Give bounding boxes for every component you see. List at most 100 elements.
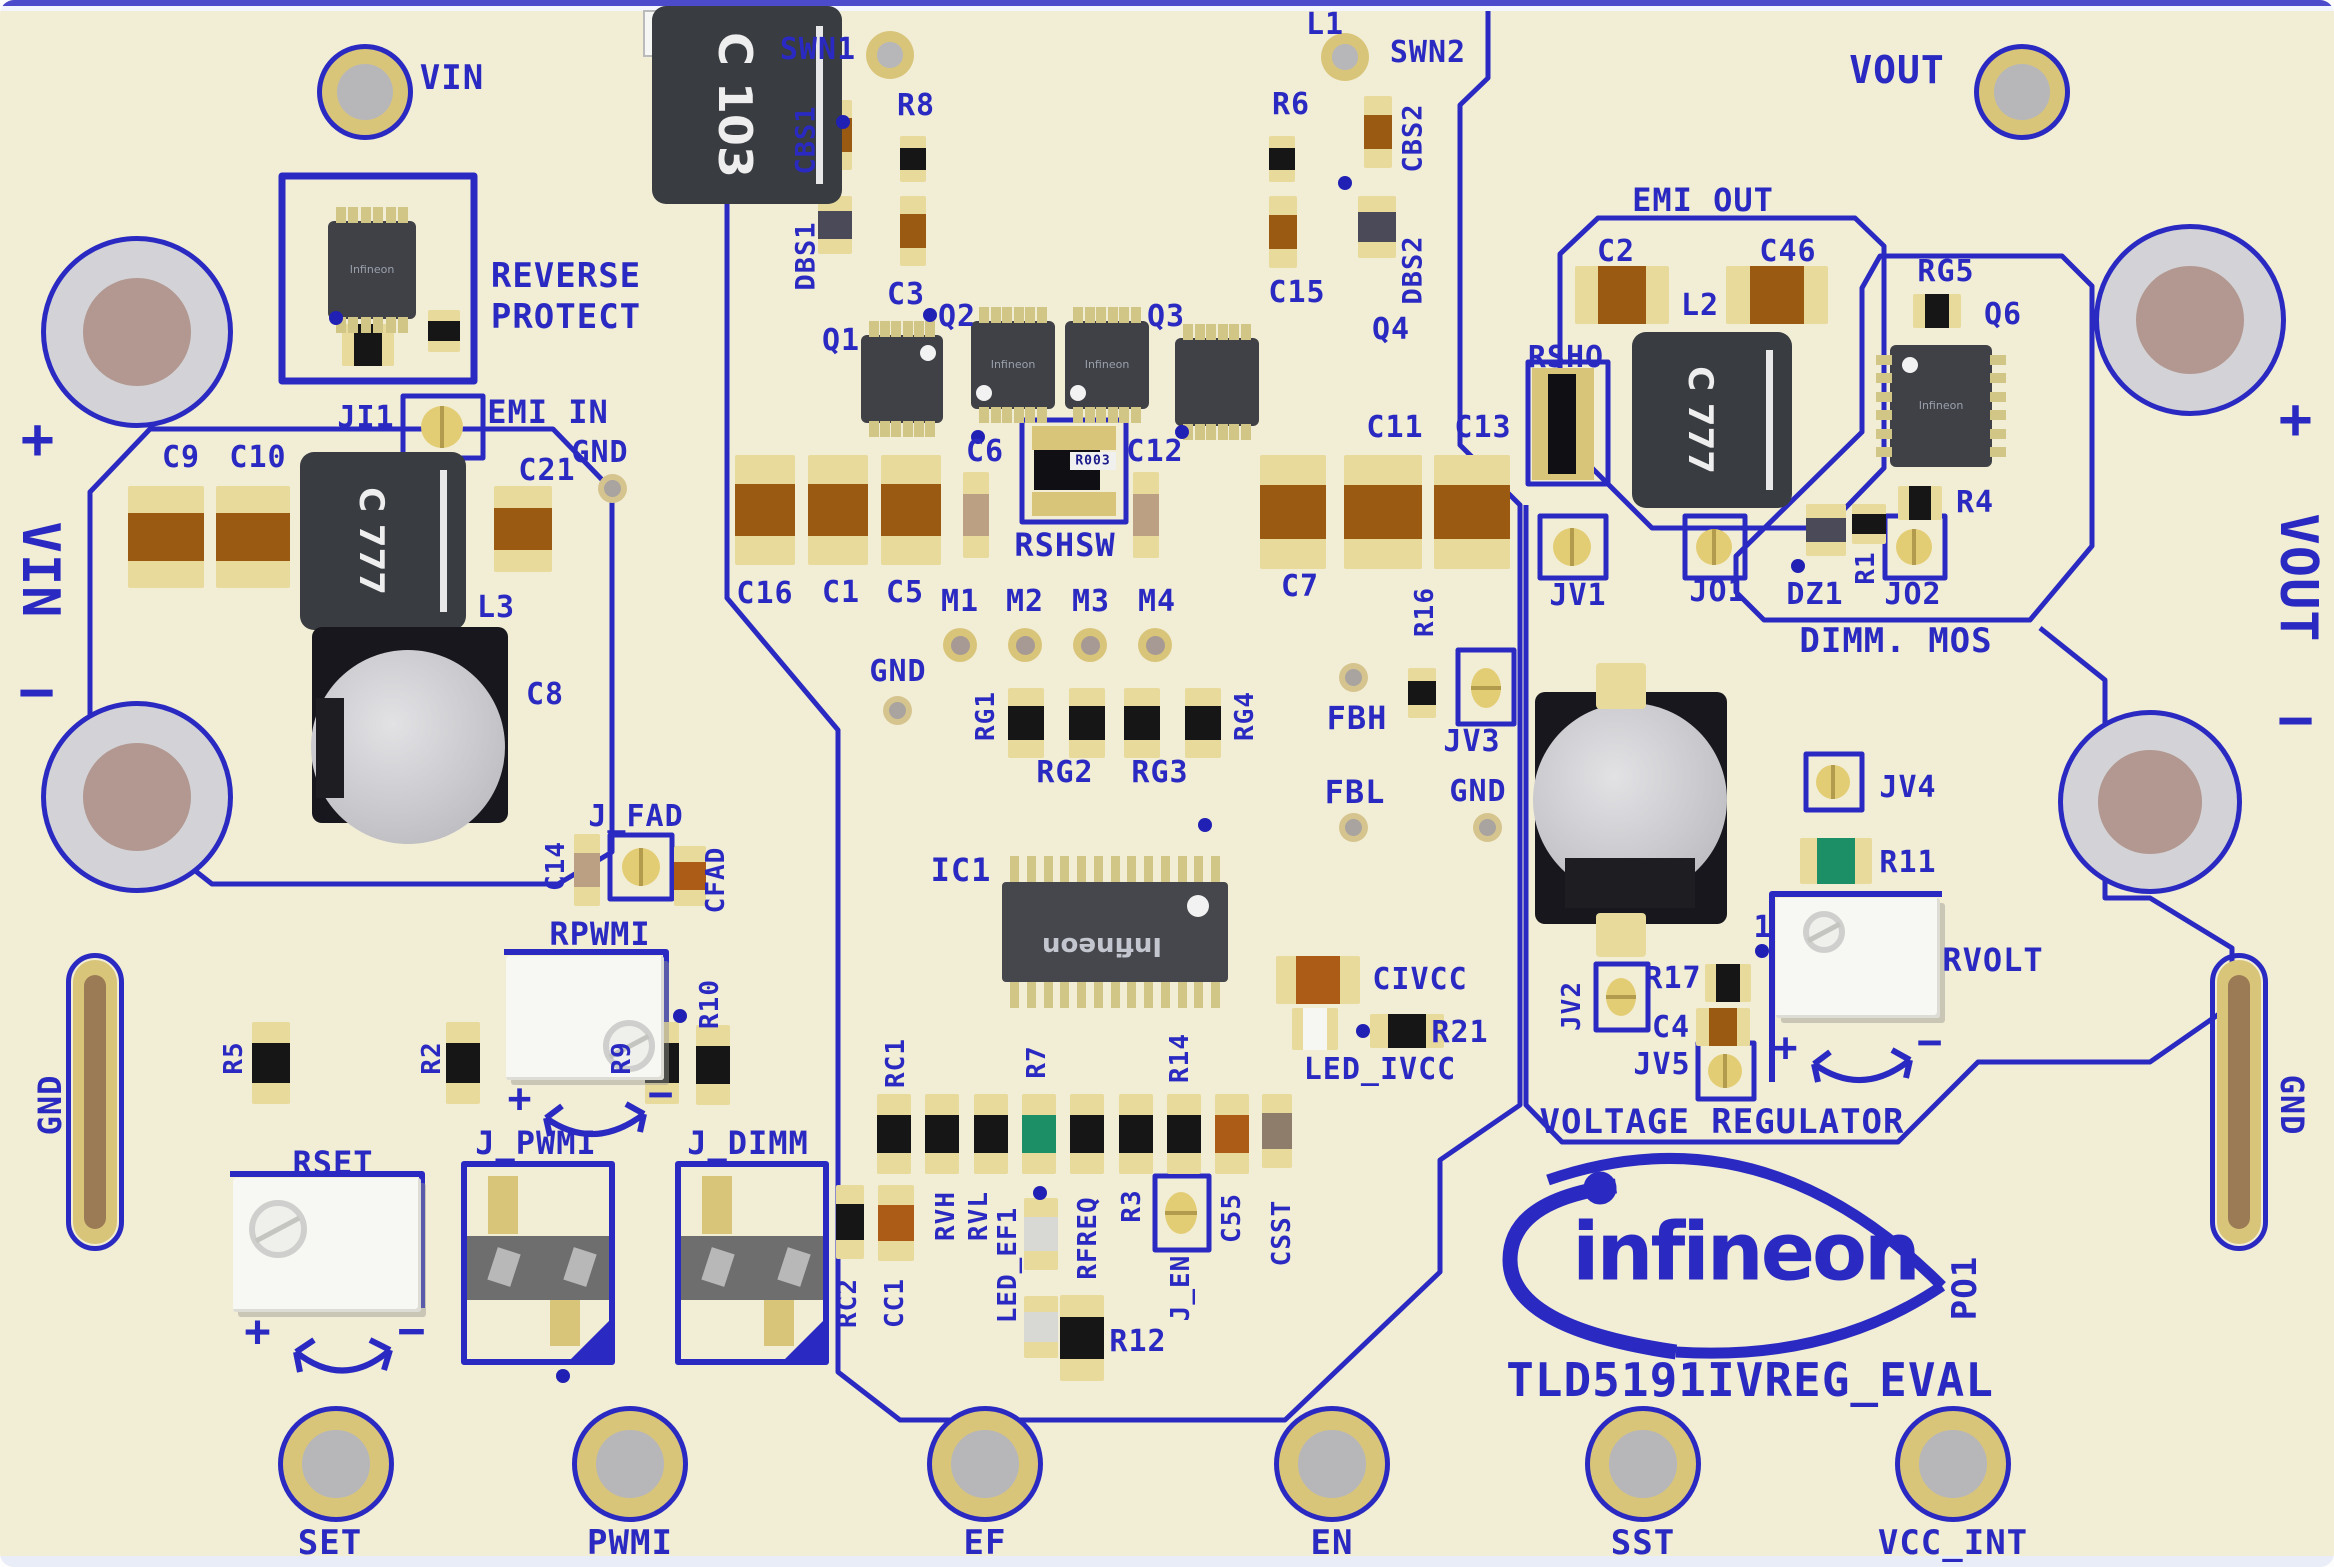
label--4: − [2277,685,2315,755]
ic1-pin-bot-4 [1077,982,1086,1008]
label-emi-out: EMI OUT [1632,181,1774,219]
slot-gnd-right [2210,953,2268,1251]
label-swn1: SWN1 [779,32,857,67]
component-r11-comp [1800,838,1872,884]
component-r17-comp-body [1716,964,1740,1002]
component-r1-body [1852,514,1886,534]
label-r11: R11 [1879,845,1937,880]
label-c9: C9 [161,440,201,475]
component-rg1 [1008,688,1044,758]
q2-chip-pin-t0 [979,307,989,323]
label-c46: C46 [1759,234,1817,269]
label-vin-2: VIN [10,521,70,619]
label-r21: R21 [1431,1015,1489,1050]
label-c21: C21 [518,453,576,488]
ic1-pin-bot-7 [1127,982,1137,1008]
component-r10 [696,1025,730,1105]
component-c55-comp [1215,1094,1249,1174]
rvolt-pot [1776,898,1940,1018]
q3-chip-pin-b4 [1119,407,1130,423]
component-r2-body [446,1043,480,1083]
pad-sst [1585,1406,1701,1522]
q2-chip-pin-t2 [1002,307,1013,323]
label-rg3: RG3 [1131,755,1189,790]
ic1-pin-top-2 [1043,856,1053,882]
pad-vout-center [1994,64,2050,120]
component-cbs2 [1364,96,1392,168]
q5-chip-pin-b2 [360,317,371,333]
component-row2-body [925,1114,959,1154]
jv3-pad-split [1471,686,1501,690]
component-c12 [1133,472,1159,558]
component-cc1-comp [878,1185,914,1261]
component-r7-comp-body [1022,1114,1056,1154]
l3-inductor-marking: C 777 [351,487,391,595]
q4-chip [1175,338,1259,426]
jv4-pad-split [1831,765,1835,799]
label-rg1: RG1 [971,691,1001,741]
component-r16 [1408,668,1436,718]
label-csst: CSST [1267,1199,1297,1267]
label-pwmi: PWMI [587,1523,673,1563]
q3-chip-pin-b1 [1084,407,1095,423]
component-r5 [252,1022,290,1104]
pad-vin-center [337,64,393,120]
component-c46-body [1750,266,1804,324]
label--2: − [18,657,56,727]
label-r9: R9 [607,1041,637,1075]
ic1-dot [1187,895,1209,917]
component-civcc-comp-body [1296,956,1340,1004]
label-vin: VIN [419,58,485,98]
label-reverse: REVERSE [490,256,642,296]
ic1-pin-bot-6 [1110,982,1120,1008]
silk-path-18 [1583,1171,1617,1205]
component-rg2-body [1069,706,1105,740]
label-r17: R17 [1644,961,1702,996]
label--6: − [397,1303,427,1357]
q4-chip-pin-t0 [1183,324,1193,340]
component-dbs2-body [1358,212,1396,242]
label-rvh: RVH [931,1191,961,1241]
component-c14 [574,834,600,906]
label-ef: EF [963,1523,1007,1563]
silk-dot-10 [1356,1024,1370,1038]
c8-cap-band [316,698,344,798]
label-j-fad: J_FAD [588,799,684,834]
label-cc1: CC1 [880,1278,910,1328]
component-ren3-comp-body [428,320,460,342]
component-r4 [1898,486,1942,520]
q4-chip-pin-t3 [1217,324,1228,340]
label-c5: C5 [885,575,925,610]
jfad-pad-split [639,848,643,886]
q1-chip-pin-b2 [891,421,902,437]
l2-inductor [1632,332,1792,508]
q3-chip-pin-t5 [1131,307,1141,323]
component-rg5 [1913,294,1961,328]
q2-chip-pin-b2 [1002,407,1013,423]
label-vout: VOUT [1849,48,1945,92]
l1-inductor-stripe [816,25,823,185]
label-swn2: SWN2 [1389,35,1467,70]
ic1-pin-bot-2 [1043,982,1053,1008]
pad-en-center [1298,1430,1366,1498]
component-r8 [900,136,926,182]
component-rg1-body [1008,706,1044,740]
q1-chip-pin-t3 [902,321,913,337]
label-gnd: GND [571,435,629,470]
q1-chip-pin-t4 [913,321,924,337]
q6-chip-pin-r2 [1990,391,2006,402]
q1-chip-pin-b3 [902,421,913,437]
q5-chip-pin-t3 [373,207,384,223]
ic1-pin-top-8 [1144,856,1153,882]
component-led-ef1-b [1024,1296,1058,1358]
component-led-ef1-b-body [1024,1312,1058,1342]
q3-chip-pin-b3 [1107,407,1118,423]
pad-pwmi-center [596,1430,664,1498]
label-r2: R2 [417,1041,447,1075]
jv2-pad-split [1606,995,1636,999]
q6-chip-pin-l3 [1876,410,1892,421]
pad-vcc-int-center [1919,1430,1987,1498]
component-r21-comp [1370,1014,1444,1048]
label-c2: C2 [1596,234,1636,269]
label-rc1: RC1 [881,1038,911,1088]
